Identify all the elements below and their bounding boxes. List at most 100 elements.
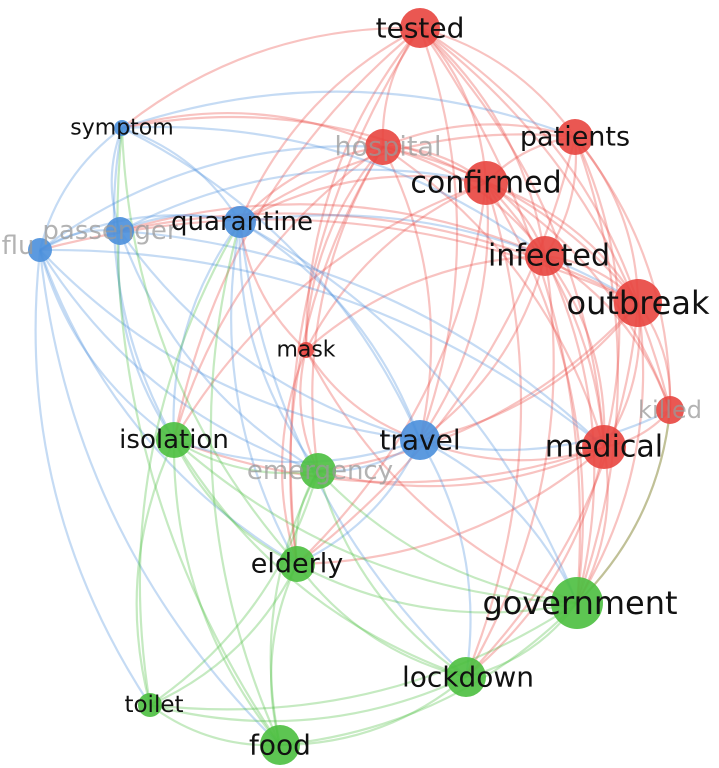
node-food[interactable]	[260, 725, 300, 765]
edge-quarantine-travel	[239, 221, 422, 441]
edge-tested-killed	[419, 27, 672, 411]
edge-passenger-travel	[119, 230, 421, 442]
node-label-patients: patients	[520, 122, 630, 153]
edge-infected-lockdown	[465, 255, 555, 678]
edge-patients-elderly	[296, 136, 577, 565]
node-outbreak[interactable]	[614, 279, 662, 327]
node-hospital[interactable]	[365, 129, 401, 165]
edge-confirmed-lockdown	[464, 182, 523, 678]
node-confirmed[interactable]	[464, 161, 508, 205]
edge-isolation-food	[172, 439, 281, 746]
edge-flu-elderly	[38, 249, 298, 565]
edge-hospital-isolation	[172, 146, 384, 441]
edge-symptom-flu	[38, 127, 123, 251]
node-quarantine[interactable]	[224, 206, 256, 238]
edge-hospital-outbreak	[382, 145, 639, 304]
edge-government-killed	[576, 409, 672, 604]
node-killed[interactable]	[656, 396, 684, 424]
edge-quarantine-isolation	[172, 221, 241, 441]
edge-outbreak-emergency	[317, 302, 639, 473]
edge-medical-isolation	[173, 438, 605, 484]
edge-symptom-quarantine	[121, 126, 241, 223]
node-label-mask: mask	[276, 338, 335, 363]
node-mask[interactable]	[298, 342, 314, 358]
node-flu[interactable]	[28, 238, 52, 262]
edge-passenger-confirmed	[119, 168, 487, 232]
edge-flu-medical	[39, 248, 605, 448]
edge-flu-food	[38, 249, 281, 746]
edge-outbreak-passenger	[119, 212, 639, 304]
edge-passenger-emergency	[118, 230, 319, 472]
node-label-confirmed: confirmed	[410, 166, 561, 201]
edge-hospital-mask	[304, 146, 384, 351]
edge-flu-quarantine	[39, 214, 241, 251]
edge-flu-hospital	[39, 145, 384, 251]
edge-patients-government	[573, 136, 620, 604]
edge-emergency-lockdown	[316, 470, 467, 678]
node-government[interactable]	[551, 577, 603, 629]
edge-hospital-patients	[382, 123, 576, 149]
node-passenger[interactable]	[106, 217, 134, 245]
edge-confirmed-quarantine	[239, 174, 487, 223]
node-isolation[interactable]	[156, 422, 192, 458]
edge-infected-government	[544, 255, 596, 604]
edge-confirmed-travel	[419, 182, 489, 441]
edge-tested-mask	[304, 27, 421, 351]
edge-confirmed-outbreak	[485, 181, 639, 304]
edge-tested-isolation	[172, 27, 421, 441]
edge-travel-government	[419, 439, 579, 604]
edge-outbreak-government	[576, 302, 645, 604]
node-infected[interactable]	[525, 236, 565, 276]
edge-medical-travel	[419, 438, 605, 462]
node-lockdown[interactable]	[446, 657, 486, 697]
node-medical[interactable]	[582, 425, 626, 469]
edge-medical-lockdown	[465, 446, 606, 678]
edge-mask-quarantine	[238, 221, 307, 351]
edge-elderly-food	[270, 563, 298, 746]
edge-confirmed-elderly	[296, 182, 488, 565]
node-travel[interactable]	[400, 420, 440, 460]
node-label-symptom: symptom	[70, 116, 173, 141]
edge-quarantine-emergency	[238, 221, 319, 472]
edge-travel-isolation	[173, 438, 421, 464]
edge-outbreak-travel	[419, 302, 639, 442]
node-toilet[interactable]	[138, 693, 162, 717]
edge-infected-travel	[419, 255, 547, 441]
edge-infected-mask	[305, 254, 546, 351]
edge-infected-passenger	[119, 203, 546, 258]
edge-killed-government	[576, 409, 672, 604]
edge-travel-killed	[419, 409, 671, 452]
node-symptom[interactable]	[114, 120, 130, 136]
edge-confirmed-isolation	[173, 181, 487, 441]
node-elderly[interactable]	[279, 546, 315, 582]
edge-passenger-isolation	[117, 230, 175, 441]
edge-symptom-travel	[121, 127, 422, 441]
edge-tested-medical	[419, 27, 606, 448]
edge-confirmed-mask	[305, 181, 487, 351]
edge-elderly-lockdown	[296, 563, 467, 679]
edge-tested-outbreak	[419, 27, 640, 304]
node-emergency[interactable]	[300, 453, 336, 489]
edge-elderly-toilet	[149, 563, 298, 707]
node-patients[interactable]	[557, 119, 593, 155]
edge-isolation-government	[173, 439, 578, 605]
edge-outbreak-lockdown	[465, 302, 640, 678]
edge-hospital-emergency	[311, 146, 384, 472]
edge-government-food	[279, 602, 578, 747]
edge-travel-elderly	[296, 439, 421, 565]
node-label-lockdown: lockdown	[402, 661, 534, 694]
edge-isolation-lockdown	[173, 439, 467, 679]
node-label-flu: flu	[2, 231, 35, 261]
edge-flu-travel	[39, 249, 421, 442]
edge-flu-isolation	[38, 249, 175, 441]
edge-elderly-government	[296, 563, 578, 614]
node-label-travel: travel	[379, 424, 460, 457]
edge-hospital-travel	[382, 146, 433, 441]
edge-quarantine-government	[239, 221, 579, 604]
node-label-hospital: hospital	[335, 132, 442, 163]
edge-tested-elderly	[289, 27, 421, 565]
edge-tested-government	[419, 27, 582, 604]
node-tested[interactable]	[400, 8, 440, 48]
